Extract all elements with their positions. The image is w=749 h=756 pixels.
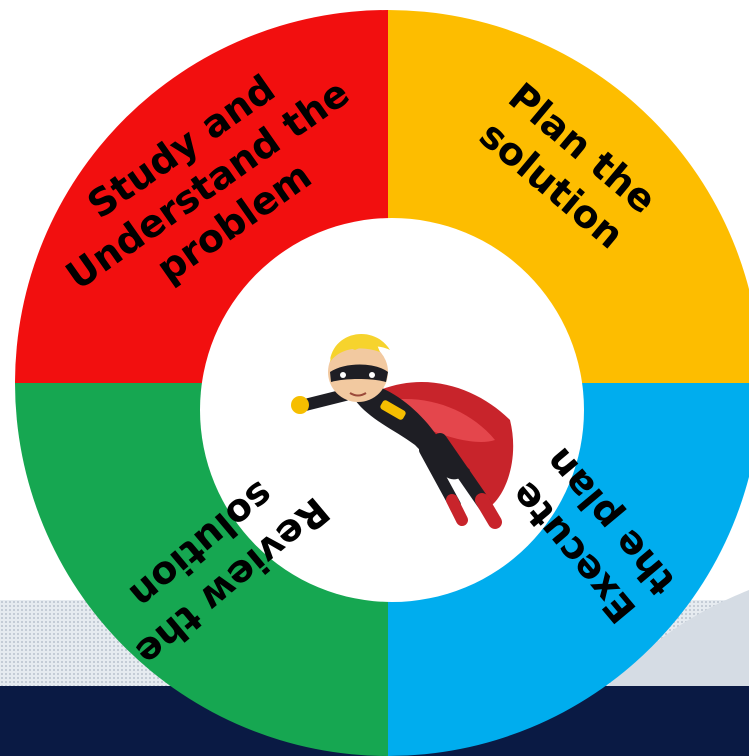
- problem-solving-cycle-diagram: Study and Understand the problem Plan th…: [0, 0, 749, 756]
